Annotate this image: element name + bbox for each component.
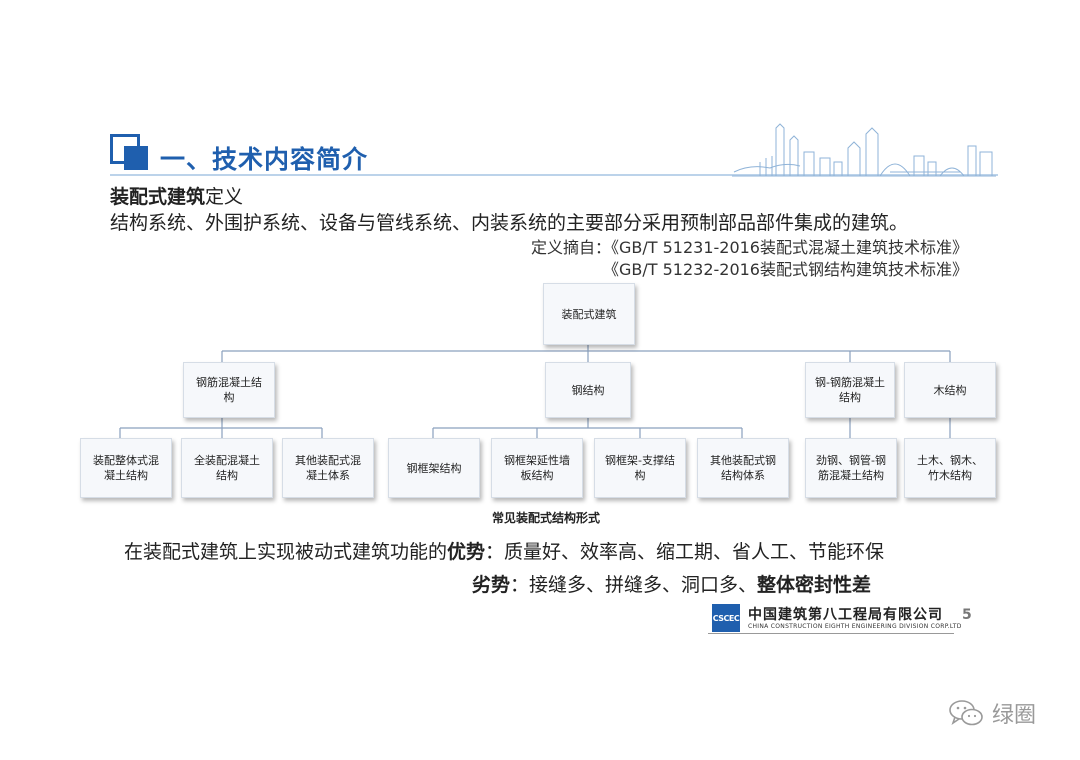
org-node-label: 构 — [634, 469, 646, 482]
wechat-icon — [949, 700, 983, 726]
company-name-en: CHINA CONSTRUCTION EIGHTH ENGINEERING DI… — [748, 623, 962, 630]
org-node-label: 结构 — [838, 391, 861, 404]
page-number: 5 — [962, 607, 972, 623]
org-chart-caption: 常见装配式结构形式 — [0, 509, 1080, 526]
disadvantages-label: 劣势 — [472, 574, 511, 596]
definition-heading-rest: 定义 — [205, 186, 244, 208]
advantages-items: ：质量好、效率高、缩工期、省人工、节能环保 — [485, 541, 885, 563]
org-node-label: 钢结构 — [571, 383, 605, 397]
org-node-root: 装配式建筑 — [543, 283, 635, 345]
org-node-label: 竹木结构 — [928, 469, 972, 482]
org-node-leaf: 钢框架结构 — [388, 438, 480, 498]
org-node-label: 木结构 — [933, 383, 967, 397]
definition-body: 结构系统、外围护系统、设备与管线系统、内装系统的主要部分采用预制部品部件集成的建… — [110, 212, 909, 234]
org-node-label: 钢框架-支撑结 — [605, 454, 675, 467]
watermark: 绿圈 — [948, 697, 1036, 729]
definition-source-2: 《GB/T 51232-2016装配式钢结构建筑技术标准》 — [602, 260, 968, 279]
city-skyline-icon — [732, 123, 996, 177]
org-node-label: 凝土体系 — [306, 469, 350, 482]
definition-heading: 装配式建筑定义 — [110, 182, 243, 209]
advantages-line: 在装配式建筑上实现被动式建筑功能的优势：质量好、效率高、缩工期、省人工、节能环保 — [124, 537, 884, 564]
org-node-label: 其他装配式混 — [295, 454, 361, 467]
advantages-prefix: 在装配式建筑上实现被动式建筑功能的 — [124, 541, 448, 563]
org-node-label: 装配整体式混 — [93, 454, 159, 467]
disadvantages-items: ：接缝多、拼缝多、洞口多、 — [510, 574, 758, 596]
disadvantages-emphasis: 整体密封性差 — [757, 574, 872, 596]
org-node-label: 结构 — [216, 469, 238, 482]
org-chart-caption-text: 常见装配式结构形式 — [491, 511, 600, 525]
section-title: 一、技术内容简介 — [160, 145, 369, 174]
org-node-branch-timber: 木结构 — [904, 362, 996, 418]
org-node-leaf: 钢框架延性墙板结构 — [491, 438, 583, 498]
org-node-label: 其他装配式钢 — [710, 454, 776, 467]
org-node-label: 结构体系 — [721, 469, 765, 482]
company-logo-icon: CSCEC — [712, 604, 740, 632]
advantages-label: 优势 — [447, 541, 486, 563]
org-node-label: 钢框架结构 — [406, 461, 462, 475]
org-node-leaf: 土木、钢木、竹木结构 — [904, 438, 996, 498]
watermark-text: 绿圈 — [992, 703, 1037, 728]
org-node-branch-composite: 钢-钢筋混凝土结构 — [805, 362, 895, 418]
org-node-leaf: 其他装配式混凝土体系 — [282, 438, 374, 498]
org-node-label: 构 — [223, 391, 235, 404]
section-marker-icon — [110, 134, 152, 174]
org-node-leaf: 其他装配式钢结构体系 — [697, 438, 789, 498]
org-node-leaf: 钢框架-支撑结构 — [594, 438, 686, 498]
org-node-root-label: 装配式建筑 — [561, 307, 617, 321]
org-node-leaf: 劲钢、钢管-钢筋混凝土结构 — [805, 438, 897, 498]
org-node-leaf: 装配整体式混凝土结构 — [80, 438, 172, 498]
org-node-label: 全装配混凝土 — [194, 454, 260, 467]
org-node-label: 钢筋混凝土结 — [196, 376, 262, 389]
org-node-label: 劲钢、钢管-钢 — [816, 454, 886, 467]
definition-heading-bold: 装配式建筑 — [110, 186, 206, 208]
org-node-branch-steel: 钢结构 — [545, 362, 631, 418]
org-node-label: 钢-钢筋混凝土 — [815, 376, 885, 389]
footer-divider — [708, 633, 954, 634]
org-node-label: 板结构 — [520, 469, 554, 482]
org-node-label: 土木、钢木、 — [917, 454, 983, 467]
definition-source-1: 定义摘自：《GB/T 51231-2016装配式混凝土建筑技术标准》 — [530, 238, 968, 257]
org-node-label: 筋混凝土结构 — [817, 469, 884, 482]
company-name: 中国建筑第八工程局有限公司 — [748, 607, 943, 623]
header-divider — [110, 174, 998, 176]
org-node-branch-rc: 钢筋混凝土结构 — [183, 362, 275, 418]
org-node-label: 凝土结构 — [104, 469, 148, 482]
org-node-label: 钢框架延性墙 — [504, 454, 570, 467]
org-node-leaf: 全装配混凝土结构 — [181, 438, 273, 498]
disadvantages-line: 劣势：接缝多、拼缝多、洞口多、整体密封性差 — [472, 570, 871, 597]
company-logo-text: CSCEC — [712, 613, 740, 623]
